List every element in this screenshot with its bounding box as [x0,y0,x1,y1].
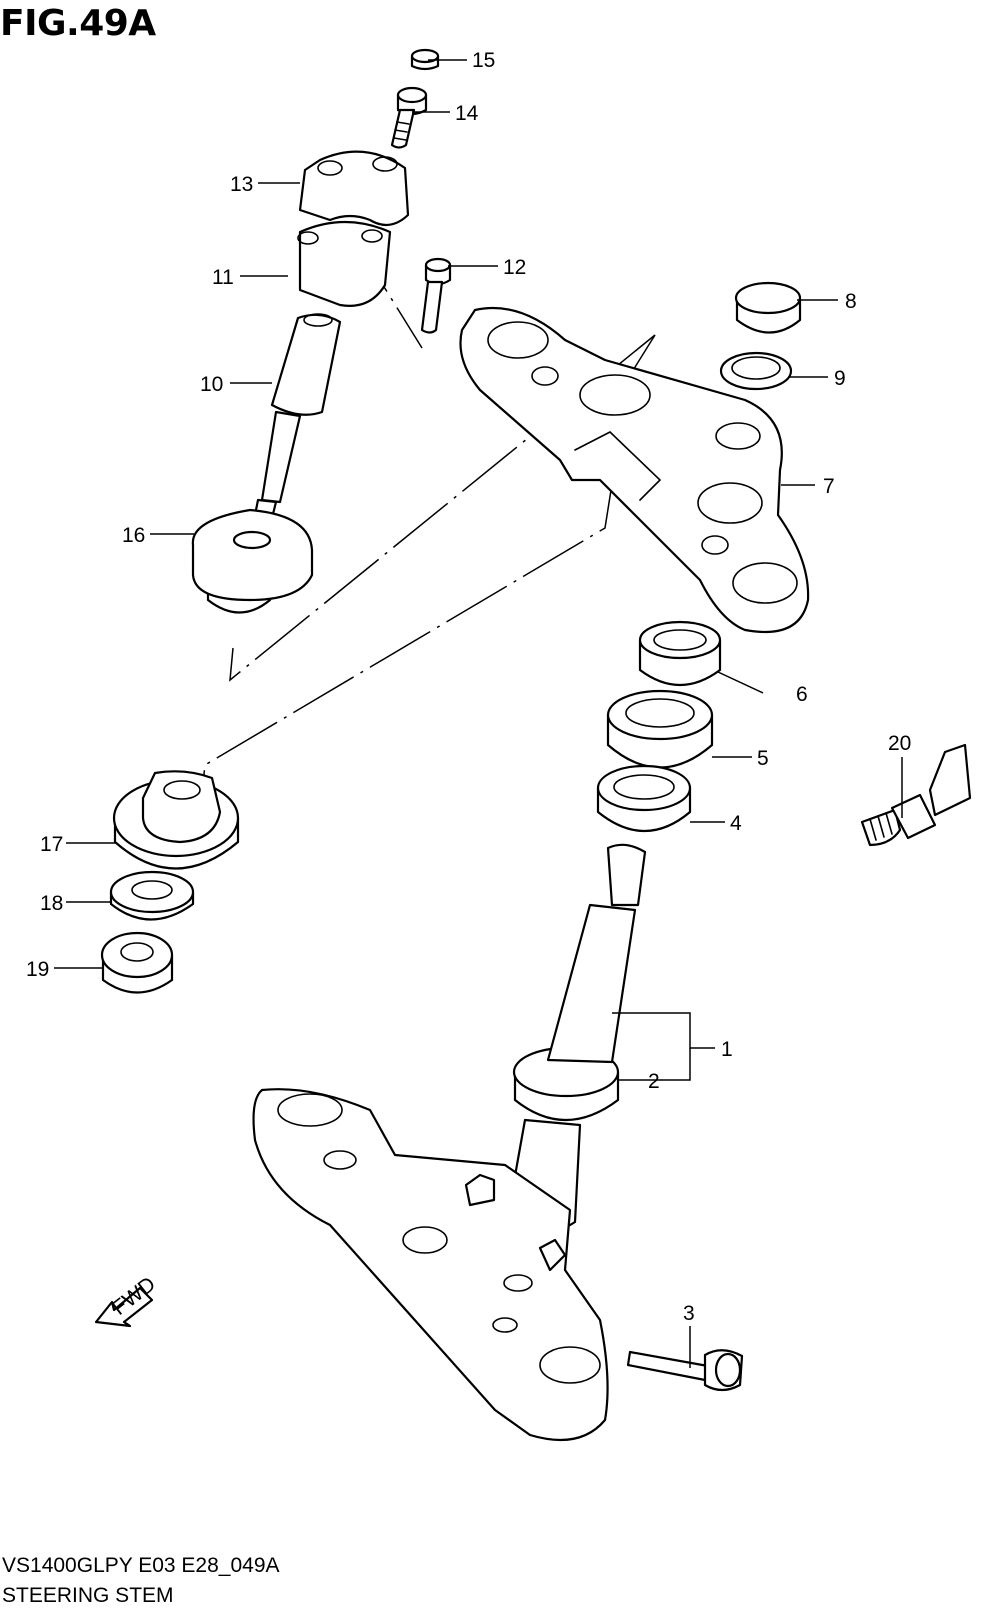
part-19-nut [100,931,174,994]
part-12-bolt [420,257,452,334]
part-11-lower-holder [297,220,392,307]
figure-title: FIG.49A [0,3,156,44]
part-17-bearing [112,770,240,870]
callout-4: 4 [730,812,742,835]
callout-14: 14 [455,102,479,125]
callout-8: 8 [845,290,857,313]
callout-3: 3 [683,1302,695,1325]
callout-20: 20 [888,732,911,755]
callout-7: 7 [823,475,835,498]
callout-2: 2 [648,1070,660,1093]
part-14-bolt [390,86,428,149]
part-18-washer [109,870,195,921]
callout-19: 19 [26,958,49,981]
callout-18: 18 [40,892,63,915]
part-20-switch [860,743,972,847]
callout-9: 9 [834,367,846,390]
part-9-washer [719,351,793,391]
callout-17: 17 [40,833,63,856]
part-6-nut [638,620,722,687]
callout-labels: 15 14 13 12 11 10 16 8 9 7 6 5 4 20 17 1… [26,49,911,1325]
leader-lines [54,59,903,1368]
part-1-steering-stem [252,843,647,1442]
callout-11: 11 [212,266,234,289]
callout-5: 5 [757,747,769,770]
callout-15: 15 [472,49,495,72]
callout-1: 1 [721,1038,733,1061]
part-10-damper [248,313,342,544]
part-7-upper-bracket [459,306,810,634]
callout-10: 10 [200,373,223,396]
figure-code: VS1400GLPY E03 E28_049A [2,1554,280,1577]
callout-6: 6 [796,683,808,706]
fwd-arrow: FWD [94,1272,160,1328]
part-5-race [606,689,714,769]
part-8-cap [734,281,802,334]
part-13-upper-holder [298,150,410,227]
callout-12: 12 [503,256,526,279]
callout-16: 16 [122,524,145,547]
part-4-bearing [596,764,692,832]
part-16-mount [191,508,314,614]
callout-13: 13 [230,173,253,196]
part-3-bolt [626,1349,744,1392]
figure-name: STEERING STEM [2,1584,174,1607]
